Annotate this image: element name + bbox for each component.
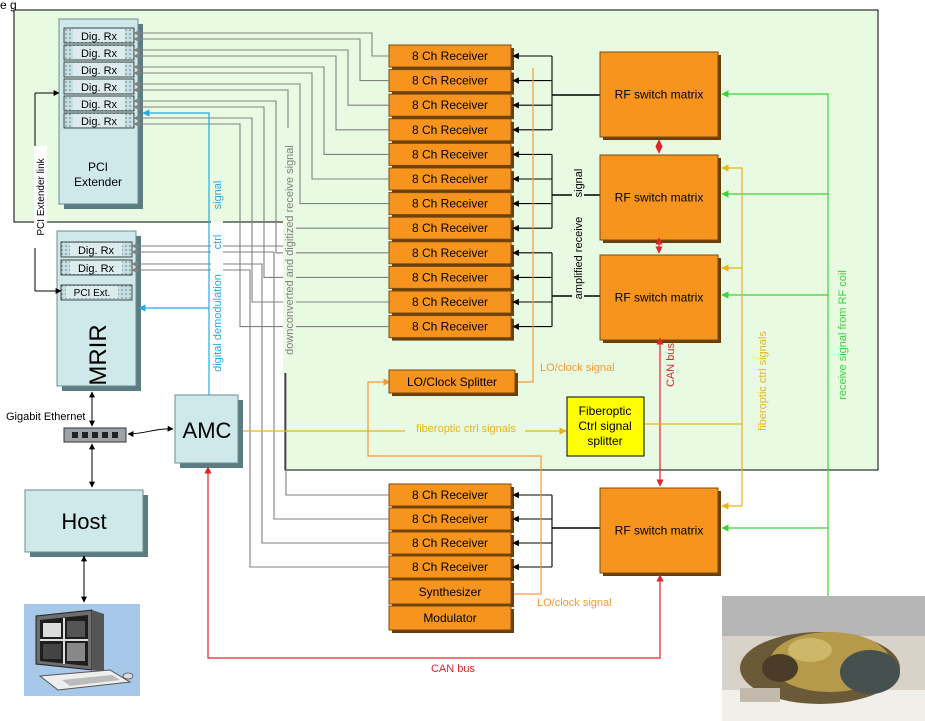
receiver-box-label: 8 Ch Receiver: [412, 320, 488, 334]
fiberoptic-ctrl-label-horizontal: fiberoptic ctrl signals: [416, 423, 516, 435]
switch-to-amc-link: [128, 429, 173, 434]
receiver-box-label: 8 Ch Receiver: [412, 172, 488, 186]
synthesizer-box-label: Synthesizer: [419, 585, 482, 599]
host-label: Host: [61, 509, 106, 534]
dig-rx-label: Dig. Rx: [78, 245, 115, 257]
rf-switch-matrix-label: RF switch matrix: [615, 88, 704, 102]
amc-label: AMC: [183, 418, 232, 443]
rf-switch-matrix-label: RF switch matrix: [615, 524, 704, 538]
lo-clock-label-lower: LO/clock signal: [537, 597, 612, 609]
receiver-box-label: 8 Ch Receiver: [412, 74, 488, 88]
receiver-box-label: 8 Ch Receiver: [412, 197, 488, 211]
lo-clock-splitter-label: LO/Clock Splitter: [407, 375, 497, 389]
amplified-receive-label-a: amplified receive: [573, 217, 585, 300]
downconverted-signal-label: downconverted and digitized receive sign…: [284, 145, 296, 355]
receiver-box-label: 8 Ch Receiver: [412, 560, 488, 574]
receiver-box-label: 8 Ch Receiver: [412, 98, 488, 112]
signal-label: signal: [212, 181, 224, 210]
dig-rx-label: Dig. Rx: [78, 263, 115, 275]
dig-rx-label: Dig. Rx: [81, 82, 118, 94]
dig-rx-label: Dig. Rx: [81, 48, 118, 60]
gigabit-ethernet-label: Gigabit Ethernet: [6, 411, 86, 423]
receiver-box-label: 8 Ch Receiver: [412, 295, 488, 309]
computer-workstation-icon: [24, 604, 140, 696]
lo-clock-label-upper: LO/clock signal: [540, 362, 615, 374]
receiver-box-label: 8 Ch Receiver: [412, 246, 488, 260]
rf-coil-photo: [722, 596, 925, 721]
ctrl-label: ctrl: [212, 235, 224, 250]
rf-coil-signal-label: receive signal from RF coil: [837, 270, 849, 400]
pci-extender-link-label: PCI Extender link: [36, 157, 47, 235]
receiver-box-label: 8 Ch Receiver: [412, 536, 488, 550]
receiver-box-label: 8 Ch Receiver: [412, 270, 488, 284]
amplified-receive-label-b: signal: [573, 169, 585, 198]
digital-demod-label: digital demodulation: [212, 274, 224, 372]
rf-switch-matrix-label: RF switch matrix: [615, 191, 704, 205]
dig-rx-label: Dig. Rx: [81, 99, 118, 111]
pci-extender-label-line2: Extender: [74, 175, 122, 189]
ethernet-switch-icon: [64, 428, 126, 442]
pci-extender-label-line1: PCI: [88, 160, 108, 174]
dig-rx-label: Dig. Rx: [81, 116, 118, 128]
receiver-box-label: 8 Ch Receiver: [412, 123, 488, 137]
mrir-label: MRIR: [85, 324, 112, 385]
receiver-box-label: 8 Ch Receiver: [412, 147, 488, 161]
can-bus-label-vertical: CAN bus: [665, 342, 677, 387]
receiver-box-label: 8 Ch Receiver: [412, 49, 488, 63]
fiberoptic-splitter-line3: splitter: [587, 434, 622, 448]
dig-rx-label: Dig. Rx: [81, 31, 118, 43]
can-bus-label-bottom: CAN bus: [431, 663, 476, 675]
dig-rx-label: Dig. Rx: [81, 65, 118, 77]
fiberoptic-splitter-line2: Ctrl signal: [578, 419, 631, 433]
fiberoptic-splitter-line1: Fiberoptic: [579, 404, 632, 418]
rf-switch-matrix-label: RF switch matrix: [615, 291, 704, 305]
receiver-box-label: 8 Ch Receiver: [412, 488, 488, 502]
receiver-box-label: 8 Ch Receiver: [412, 512, 488, 526]
modulator-box-label: Modulator: [423, 611, 476, 625]
fiberoptic-ctrl-label-vertical: fiberoptic ctrl signals: [757, 331, 769, 431]
receiver-box-label: 8 Ch Receiver: [412, 221, 488, 235]
pci-ext-label: PCI Ext.: [74, 288, 111, 299]
